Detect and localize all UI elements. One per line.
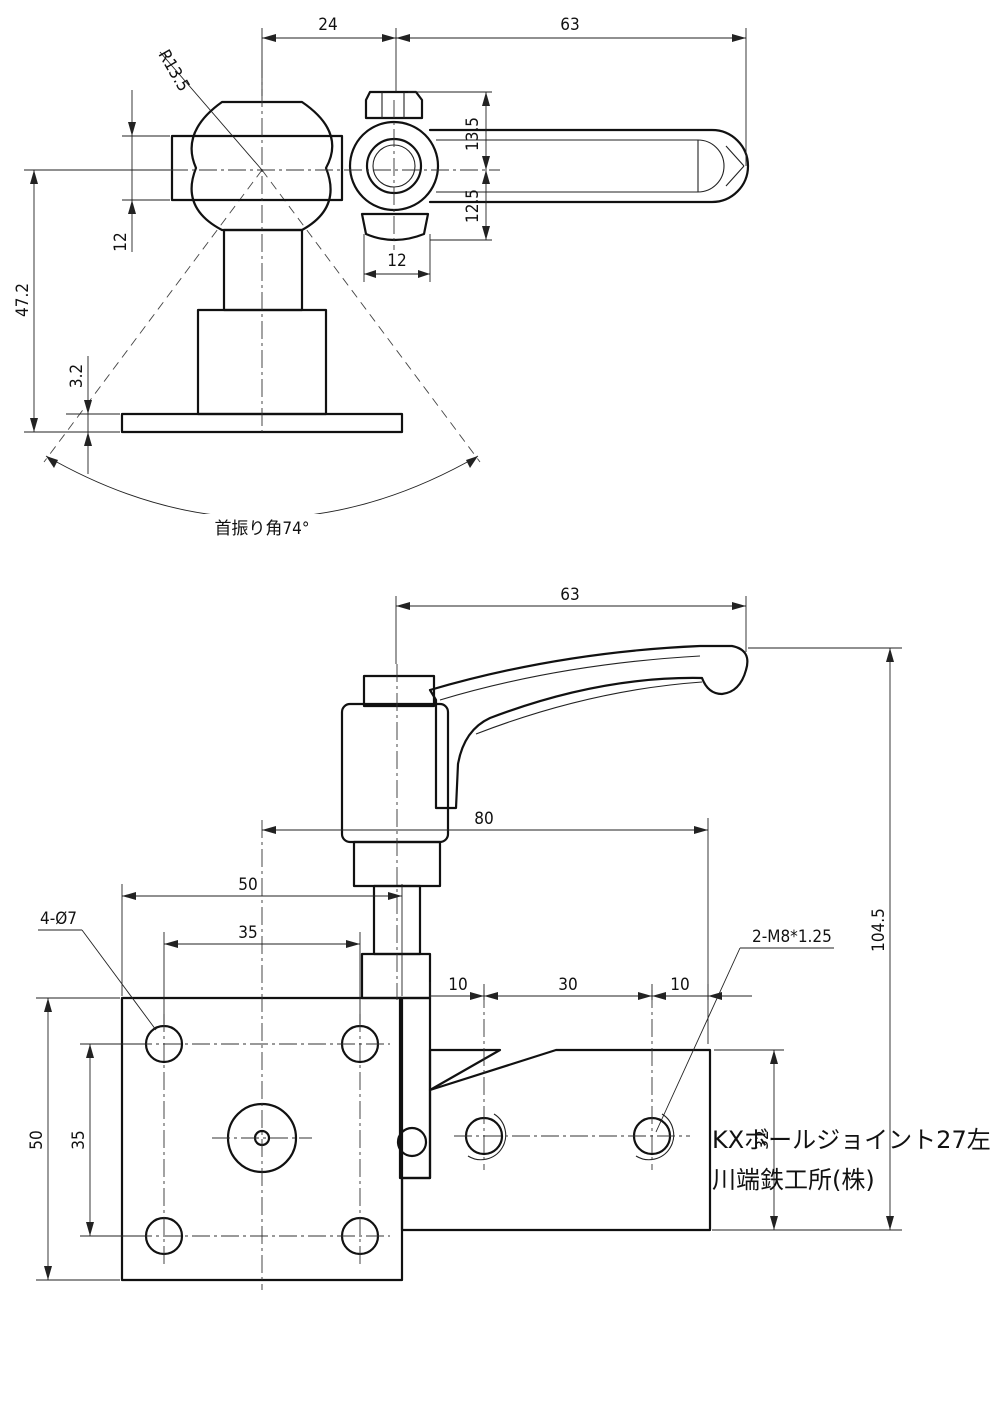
dim-13-5: 13.5: [463, 117, 483, 151]
dim-radius: R13.5: [154, 47, 194, 96]
dim-10-right: 10: [670, 975, 689, 995]
dim-35-top: 35: [238, 923, 257, 943]
swing-angle-label: 首振り角74°: [214, 519, 309, 539]
dim-35-side: 35: [69, 1130, 89, 1149]
dim-47-2: 47.2: [13, 283, 33, 317]
dim-63-top: 63: [560, 15, 579, 35]
dim-12-bottom: 12: [387, 251, 406, 271]
thread-label: 2-M8*1.25: [752, 927, 832, 947]
dim-32: 32: [753, 1130, 773, 1149]
dim-3-2: 3.2: [67, 364, 87, 388]
dim-80: 80: [474, 809, 493, 829]
product-name: KXボールジョイント27左: [712, 1126, 991, 1154]
holes-label: 4-Ø7: [40, 909, 77, 929]
company-name: 川端鉄工所(株): [712, 1166, 875, 1194]
dim-12-left: 12: [111, 232, 131, 251]
dim-104-5: 104.5: [869, 908, 889, 952]
dim-50-side: 50: [27, 1130, 47, 1149]
dim-10-left: 10: [448, 975, 467, 995]
dim-24: 24: [318, 15, 337, 35]
dim-12-5: 12.5: [463, 189, 483, 223]
mounting-holes: [134, 1014, 390, 1266]
dim-63-bottom: 63: [560, 585, 579, 605]
top-view: 24 63 R13.5 13.5 12.5 12 12: [13, 15, 750, 540]
dim-30: 30: [558, 975, 577, 995]
bottom-view: 63 80 50 35 4-Ø7 10: [27, 585, 902, 1290]
dim-50-top: 50: [238, 875, 257, 895]
